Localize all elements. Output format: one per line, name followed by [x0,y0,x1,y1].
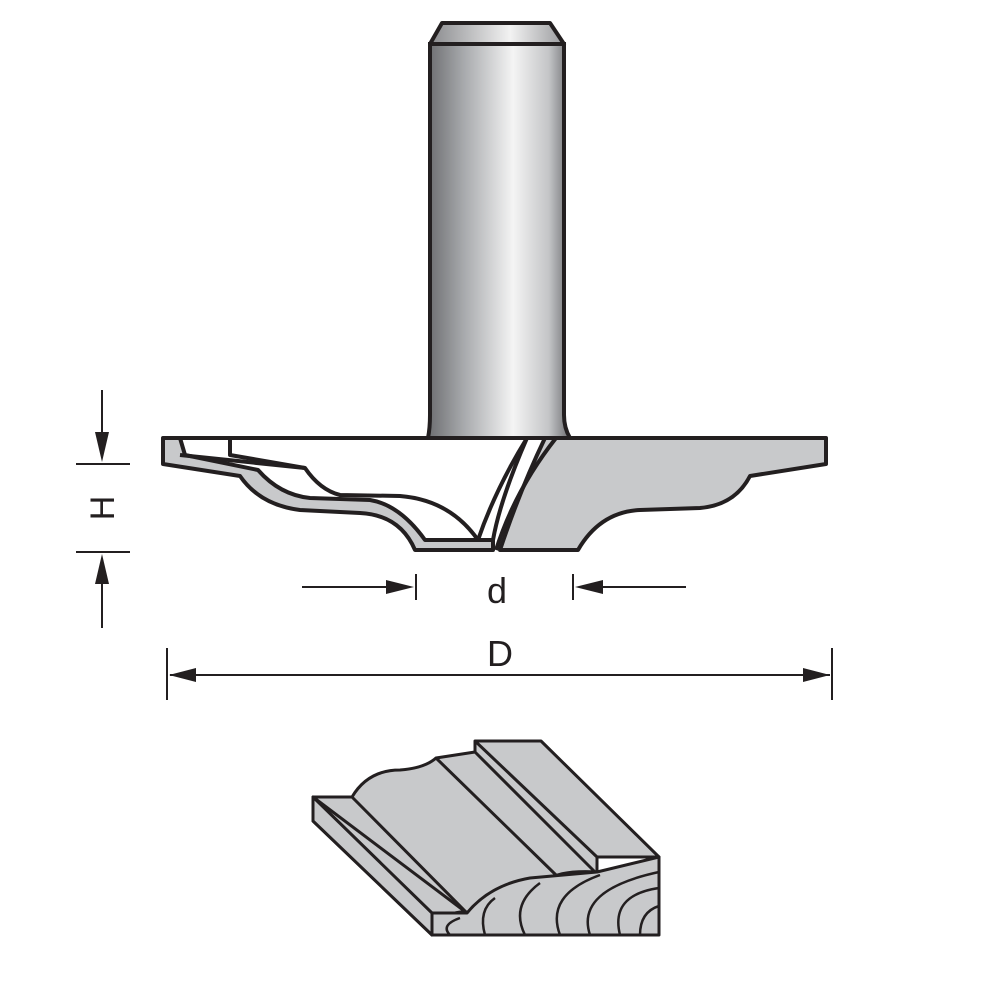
height-dimension [76,390,130,628]
arrow-left-icon [169,668,196,682]
cutting-diameter-dimension [166,648,833,700]
shank [425,21,574,440]
arrow-up-icon [95,554,109,584]
workpiece-profile [311,739,661,937]
bearing-diameter-label: d [487,570,507,611]
arrow-left-icon [575,580,603,594]
cutting-diameter-label: D [487,633,513,674]
shank-chamfer [428,21,566,46]
bearing-diameter-dimension [302,574,686,600]
height-label: H [84,496,122,521]
cutter-head [161,436,828,552]
arrow-right-icon [386,580,414,594]
arrow-down-icon [95,432,109,462]
wood-grain [445,870,660,936]
arrow-right-icon [803,668,830,682]
